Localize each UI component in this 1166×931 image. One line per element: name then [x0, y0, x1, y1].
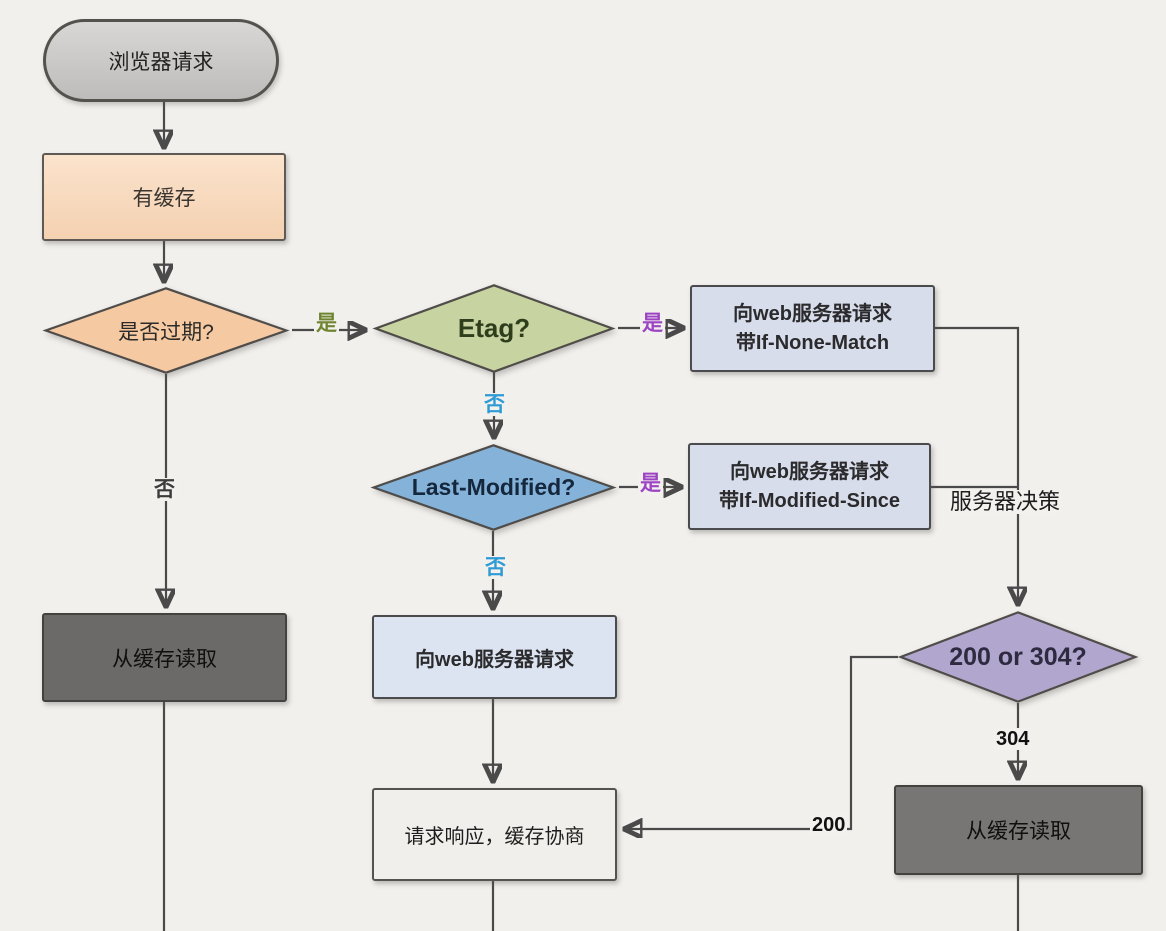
- node-label-line1: 向web服务器请求: [733, 302, 892, 325]
- edge-label-expired-yes: 是: [314, 312, 339, 336]
- node-has-cache: 有缓存: [42, 153, 286, 241]
- node-label: 请求响应，缓存协商: [404, 826, 585, 848]
- node-request-if-none-match: 向web服务器请求 带If-None-Match: [690, 285, 935, 372]
- node-label-line1: 向web服务器请求: [730, 460, 889, 483]
- node-read-from-cache-right: 从缓存读取: [894, 785, 1143, 875]
- node-label: 200 or 304?: [949, 642, 1087, 671]
- edge-status-200-response: [626, 655, 898, 829]
- edge-label-etag-no: 否: [482, 393, 507, 417]
- node-request-if-modified-since: 向web服务器请求 带If-Modified-Since: [688, 443, 931, 530]
- diamond-shape: [42, 287, 290, 374]
- decision-200-or-304: 200 or 304?: [897, 611, 1139, 703]
- node-label-line2: 带If-Modified-Since: [718, 489, 901, 512]
- diamond-shape: [897, 611, 1139, 703]
- edge-label-last-modified-no: 否: [483, 556, 508, 580]
- decision-last-modified: Last-Modified?: [370, 444, 617, 531]
- node-read-from-cache-left: 从缓存读取: [42, 613, 287, 702]
- diamond-shape: [372, 284, 616, 373]
- decision-etag: Etag?: [372, 284, 616, 373]
- node-label: Etag?: [457, 313, 531, 343]
- node-label: 向web服务器请求: [415, 648, 574, 671]
- node-label: 浏览器请求: [108, 50, 214, 74]
- node-label: 从缓存读取: [966, 820, 1071, 843]
- edge-label-expired-no: 否: [152, 478, 177, 502]
- edge-label-etag-yes: 是: [640, 312, 665, 336]
- diamond-shape: [370, 444, 617, 531]
- edge-label-200: 200: [810, 814, 848, 836]
- node-label: 是否过期?: [118, 320, 214, 344]
- edge-label-server-decision: 服务器决策: [948, 489, 1063, 515]
- node-response-cache-negotiation: 请求响应，缓存协商: [372, 788, 617, 881]
- edge-label-304: 304: [994, 728, 1032, 750]
- node-label: Last-Modified?: [411, 474, 576, 500]
- node-browser-request: 浏览器请求: [43, 19, 279, 102]
- node-request-web-server: 向web服务器请求: [372, 615, 617, 699]
- decision-is-expired: 是否过期?: [42, 287, 290, 374]
- node-label: 有缓存: [132, 187, 196, 210]
- edge-label-last-modified-yes: 是: [638, 472, 663, 496]
- edge-ifnonematch-status: [935, 326, 1018, 603]
- node-label-line2: 带If-None-Match: [735, 331, 890, 354]
- node-label: 从缓存读取: [112, 647, 217, 671]
